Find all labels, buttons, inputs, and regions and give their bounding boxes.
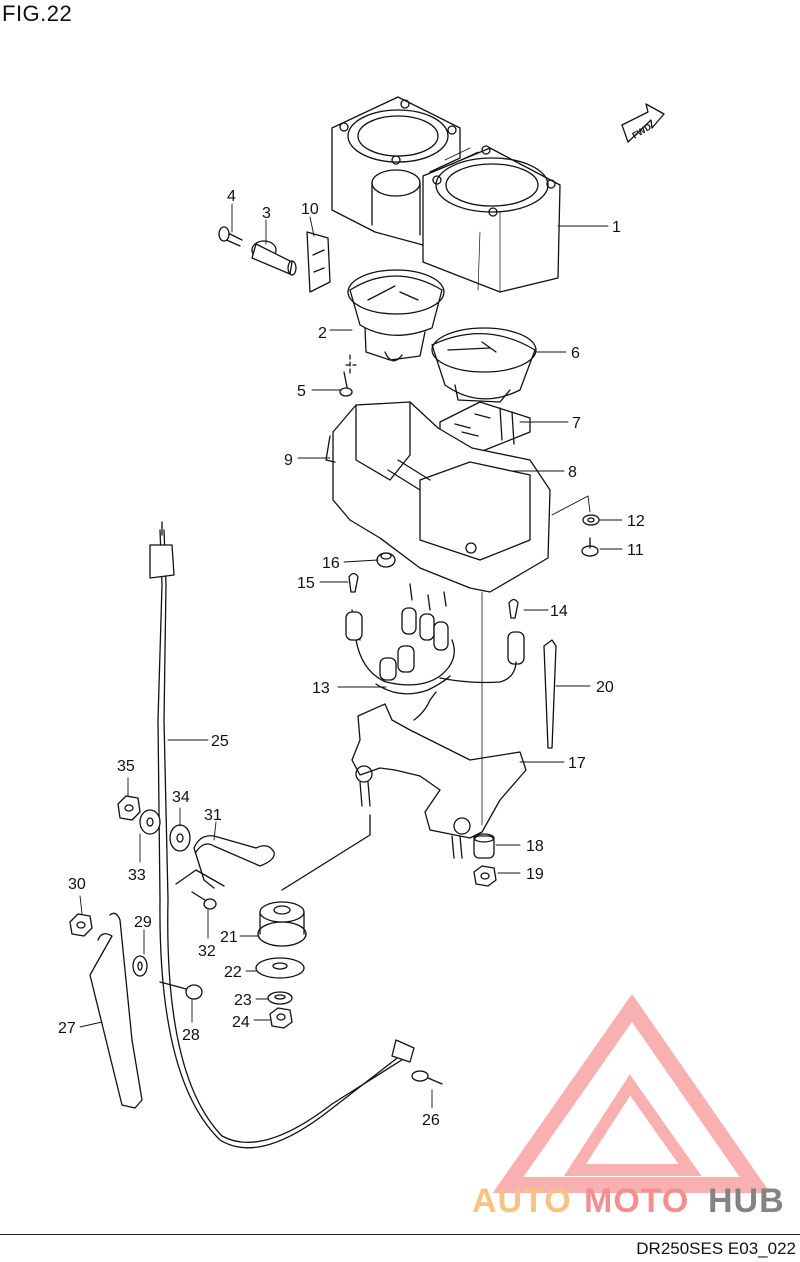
callout-8: 8 — [568, 464, 577, 481]
automotohub-logo: AUTO MOTO HUB — [472, 994, 785, 1220]
callout-11: 11 — [627, 542, 644, 559]
washer-part-33 — [139, 809, 161, 835]
callout-12: 12 — [627, 513, 645, 530]
callout-6: 6 — [571, 345, 580, 362]
callout-19: 19 — [526, 866, 544, 883]
wiring-harness-part-13 — [345, 583, 525, 721]
callout-28: 28 — [182, 1027, 200, 1044]
fwd-arrow-icon — [621, 103, 665, 143]
speedometer-part-2 — [345, 269, 445, 376]
callout-numbers: 1 2 3 4 5 6 7 8 9 10 11 12 13 14 15 16 1… — [58, 188, 645, 1129]
callout-18: 18 — [526, 838, 544, 855]
callout-27: 27 — [58, 1020, 76, 1037]
callout-9: 9 — [284, 452, 293, 469]
callout-35: 35 — [117, 758, 135, 775]
callout-4: 4 — [227, 188, 236, 205]
callout-2: 2 — [318, 325, 327, 342]
washer-part-23 — [267, 991, 293, 1005]
callout-25: 25 — [211, 733, 229, 750]
callout-29: 29 — [134, 914, 152, 931]
leader-lines — [79, 203, 623, 1109]
bracket-part-17 — [351, 591, 527, 859]
callout-32: 32 — [198, 943, 216, 960]
trip-knob-part-3 — [251, 240, 297, 276]
bulb-part-15 — [348, 572, 359, 593]
logo-text-hub: HUB — [708, 1182, 785, 1220]
nut-part-35 — [117, 795, 141, 821]
callout-13: 13 — [312, 680, 330, 697]
clamp-part-31 — [175, 835, 275, 889]
callout-21: 21 — [220, 929, 238, 946]
callout-26: 26 — [422, 1112, 440, 1129]
screw-part-32 — [191, 891, 217, 910]
callout-17: 17 — [568, 755, 586, 772]
callout-15: 15 — [297, 575, 315, 592]
callout-33: 33 — [128, 867, 146, 884]
callout-30: 30 — [68, 876, 86, 893]
callout-5: 5 — [297, 383, 306, 400]
logo-text-moto: MOTO — [584, 1182, 689, 1220]
callout-24: 24 — [232, 1014, 250, 1031]
washer-part-29 — [132, 955, 148, 977]
cable-guide-part-27 — [89, 912, 143, 1109]
callout-10: 10 — [301, 201, 319, 218]
cushion-part-21 — [257, 814, 371, 947]
callout-20: 20 — [596, 679, 614, 696]
washer-part-22 — [255, 957, 305, 979]
callout-31: 31 — [204, 807, 222, 824]
speedometer-cable-part-25 — [149, 521, 415, 1149]
bolt-part-28 — [159, 981, 203, 1000]
screw-part-5 — [339, 371, 353, 397]
logo-text-auto: AUTO — [472, 1182, 572, 1220]
nut-part-24 — [269, 1007, 293, 1029]
callout-23: 23 — [234, 992, 252, 1009]
callout-1: 1 — [612, 219, 621, 236]
callout-14: 14 — [550, 603, 568, 620]
washer-part-12 — [582, 514, 600, 526]
callout-7: 7 — [572, 415, 581, 432]
callout-22: 22 — [224, 964, 242, 981]
bulb-part-14 — [508, 598, 519, 619]
callout-16: 16 — [322, 555, 340, 572]
figure-title: FIG.22 — [2, 1, 73, 26]
nut-part-19 — [473, 865, 497, 887]
washer-part-34 — [169, 824, 191, 852]
callout-34: 34 — [172, 789, 190, 806]
screw-part-4 — [218, 226, 243, 247]
lower-case-part-9 — [325, 401, 551, 593]
bottom-divider — [0, 1234, 800, 1235]
bracket-part-10 — [306, 231, 331, 293]
callout-3: 3 — [262, 205, 271, 222]
nut-part-30 — [69, 913, 93, 937]
grommet-part-18 — [473, 833, 495, 859]
grommet-part-16 — [376, 552, 396, 568]
tachometer-part-6 — [431, 327, 537, 403]
screw-part-26 — [411, 1070, 443, 1085]
tie-band-part-20 — [543, 639, 557, 749]
figure-code: DR250SES E03_022 — [636, 1239, 796, 1258]
meter-case-part-1 — [331, 96, 561, 293]
screw-part-11 — [581, 537, 599, 557]
